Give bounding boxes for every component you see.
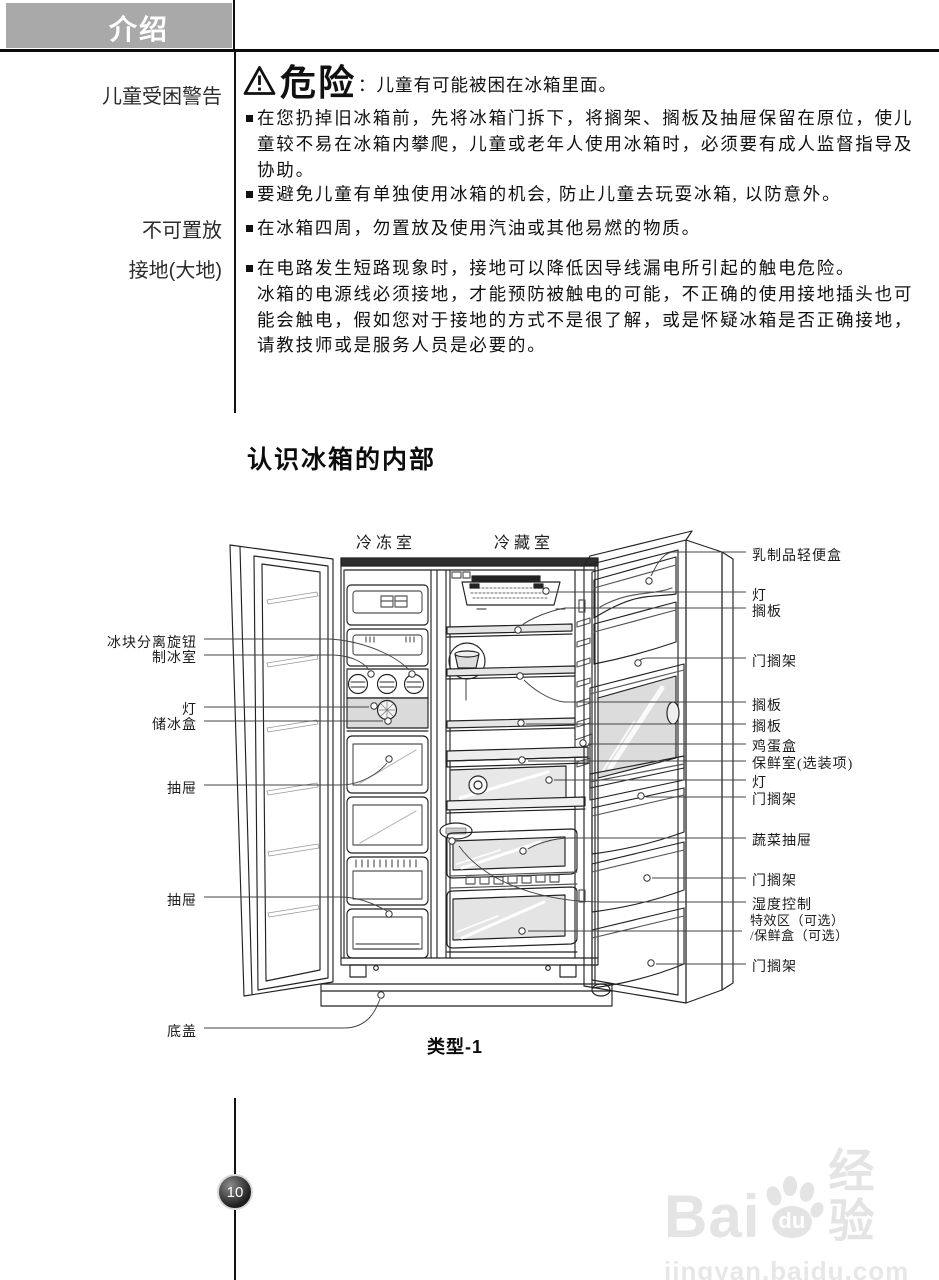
header-bar bbox=[6, 3, 232, 48]
callout-door-rack-1: 门搁架 bbox=[752, 655, 797, 670]
callout-ice-separator-knob: 冰块分离旋钮 bbox=[107, 636, 197, 651]
fridge-compartment-label: 冷藏室 bbox=[494, 535, 555, 552]
callout-door-rack-3: 门搁架 bbox=[752, 874, 797, 889]
paw-icon: du bbox=[762, 1174, 826, 1246]
callout-special-zone: 特效区（可选） /保鲜盒（可选） bbox=[750, 913, 849, 943]
callout-fresh-room: 保鲜室(选装项) bbox=[752, 757, 854, 772]
bullet-square-icon bbox=[246, 115, 253, 122]
callout-shelf-1: 搁板 bbox=[752, 605, 782, 620]
bullet-square-icon bbox=[246, 191, 253, 198]
callout-dairy-bin: 乳制品轻便盒 bbox=[752, 549, 842, 564]
callout-lamp-door: 灯 bbox=[752, 776, 767, 791]
callout-drawer-lower: 抽屉 bbox=[167, 894, 197, 909]
watermark-logo: Bai du 经验 bbox=[664, 1145, 924, 1250]
section-divider-line bbox=[234, 52, 236, 413]
callout-base-cover: 底盖 bbox=[167, 1025, 197, 1040]
side-label-child-warning: 儿童受困警告 bbox=[102, 86, 222, 108]
callout-shelf-2: 搁板 bbox=[752, 699, 782, 714]
refrigerator-diagram bbox=[204, 530, 746, 1029]
callout-humidity-control: 湿度控制 bbox=[752, 898, 812, 913]
callout-lamp-fridge: 灯 bbox=[752, 589, 767, 604]
bullet-item: 在您扔掉旧冰箱前，先将冰箱门拆下，将搁架、搁板及抽屉保留在原位，使儿童较不易在冰… bbox=[246, 106, 924, 183]
callout-ice-room: 制冰室 bbox=[152, 651, 197, 666]
diagram-caption: 类型-1 bbox=[427, 1037, 484, 1057]
bullet-square-icon bbox=[246, 265, 253, 272]
watermark-brand-left: Bai bbox=[664, 1183, 761, 1250]
header-rule bbox=[0, 49, 939, 52]
callout-egg-box: 鸡蛋盒 bbox=[752, 740, 797, 755]
header-corner-line bbox=[233, 0, 235, 49]
bullet-square-icon bbox=[246, 225, 253, 232]
callout-lamp-freezer: 灯 bbox=[182, 703, 197, 718]
danger-title: 危险 bbox=[280, 62, 357, 103]
bullet-item: 在冰箱四周，勿置放及使用汽油或其他易燃的物质。 bbox=[246, 216, 924, 242]
page-number-badge: 10 bbox=[217, 1174, 253, 1210]
bullet-item: 在电路发生短路现象时，接地可以降低因导线漏电所引起的触电危险。 冰箱的电源线必须… bbox=[246, 256, 924, 359]
callout-drawer-upper: 抽屉 bbox=[167, 782, 197, 797]
callout-vegetable-drawer: 蔬菜抽屉 bbox=[752, 834, 812, 849]
watermark: Bai du 经验 jingyan.baidu.com bbox=[664, 1146, 924, 1280]
callout-shelf-3: 搁板 bbox=[752, 720, 782, 735]
section-title: 认识冰箱的内部 bbox=[247, 446, 437, 474]
freezer-compartment-label: 冷冻室 bbox=[356, 535, 417, 552]
watermark-brand-right: du bbox=[778, 1208, 806, 1233]
callout-ice-bin: 储冰盒 bbox=[152, 718, 197, 733]
bullet-item: 要避免儿童有单独使用冰箱的机会, 防止儿童去玩耍冰箱, 以防意外。 bbox=[246, 182, 924, 208]
danger-note: ：儿童有可能被困在冰箱里面。 bbox=[358, 75, 618, 95]
page-header-title: 介绍 bbox=[108, 14, 169, 45]
side-label-do-not-place: 不可置放 bbox=[142, 220, 222, 242]
callout-door-rack-4: 门搁架 bbox=[752, 960, 797, 975]
warning-triangle-icon bbox=[243, 65, 276, 102]
danger-headline: 危险 ：儿童有可能被困在冰箱里面。 bbox=[243, 64, 617, 102]
callout-door-rack-2: 门搁架 bbox=[752, 793, 797, 808]
watermark-url: jingyan.baidu.com bbox=[664, 1256, 910, 1280]
side-label-grounding: 接地(大地) bbox=[128, 260, 222, 282]
watermark-brand-cn: 经验 bbox=[828, 1145, 877, 1247]
